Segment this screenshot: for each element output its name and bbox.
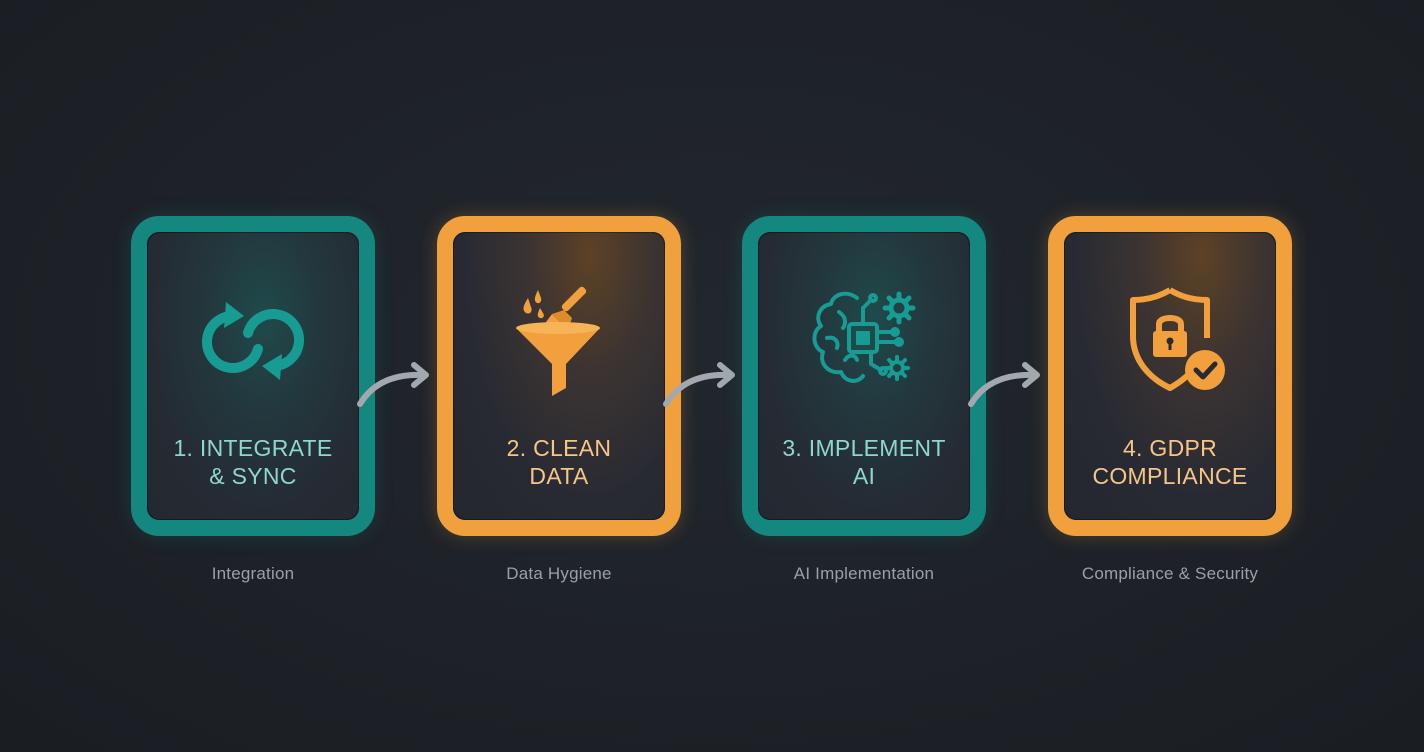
step-caption: Data Hygiene <box>506 564 612 583</box>
step-title-line2: & SYNC <box>209 463 297 489</box>
step-title-line2: COMPLIANCE <box>1092 463 1248 489</box>
arrow-connector-icon <box>963 356 1049 412</box>
step-title-line1: 2. CLEAN <box>506 435 612 461</box>
step-title: 4. GDPR COMPLIANCE <box>1064 434 1276 490</box>
step-title: 3. IMPLEMENT AI <box>758 434 970 490</box>
step-card-body: 1. INTEGRATE & SYNC <box>147 232 359 520</box>
step-card-gdpr-compliance: 4. GDPR COMPLIANCE <box>1048 216 1292 536</box>
brain-chip-gears-icon <box>799 276 929 406</box>
step-card-clean-data: 2. CLEAN DATA <box>437 216 681 536</box>
step-title-line2: DATA <box>529 463 589 489</box>
arrow-connector-icon <box>352 356 438 412</box>
funnel-brush-icon <box>494 276 624 406</box>
step-caption: Compliance & Security <box>1081 564 1259 583</box>
step-title: 1. INTEGRATE & SYNC <box>147 434 359 490</box>
step-caption: Integration <box>211 564 295 583</box>
step-title: 2. CLEAN DATA <box>453 434 665 490</box>
step-title-line2: AI <box>852 463 876 489</box>
step-title-line1: 3. IMPLEMENT <box>782 435 946 461</box>
step-caption: AI Implementation <box>793 564 935 583</box>
step-card-integrate: 1. INTEGRATE & SYNC <box>131 216 375 536</box>
step-card-body: 2. CLEAN DATA <box>453 232 665 520</box>
step-title-line1: 4. GDPR <box>1122 435 1218 461</box>
step-title-line1: 1. INTEGRATE <box>173 435 333 461</box>
shield-lock-check-icon <box>1105 276 1235 406</box>
step-card-body: 3. IMPLEMENT AI <box>758 232 970 520</box>
sync-cycle-icon <box>188 276 318 406</box>
arrow-connector-icon <box>658 356 744 412</box>
step-card-body: 4. GDPR COMPLIANCE <box>1064 232 1276 520</box>
step-card-implement-ai: 3. IMPLEMENT AI <box>742 216 986 536</box>
